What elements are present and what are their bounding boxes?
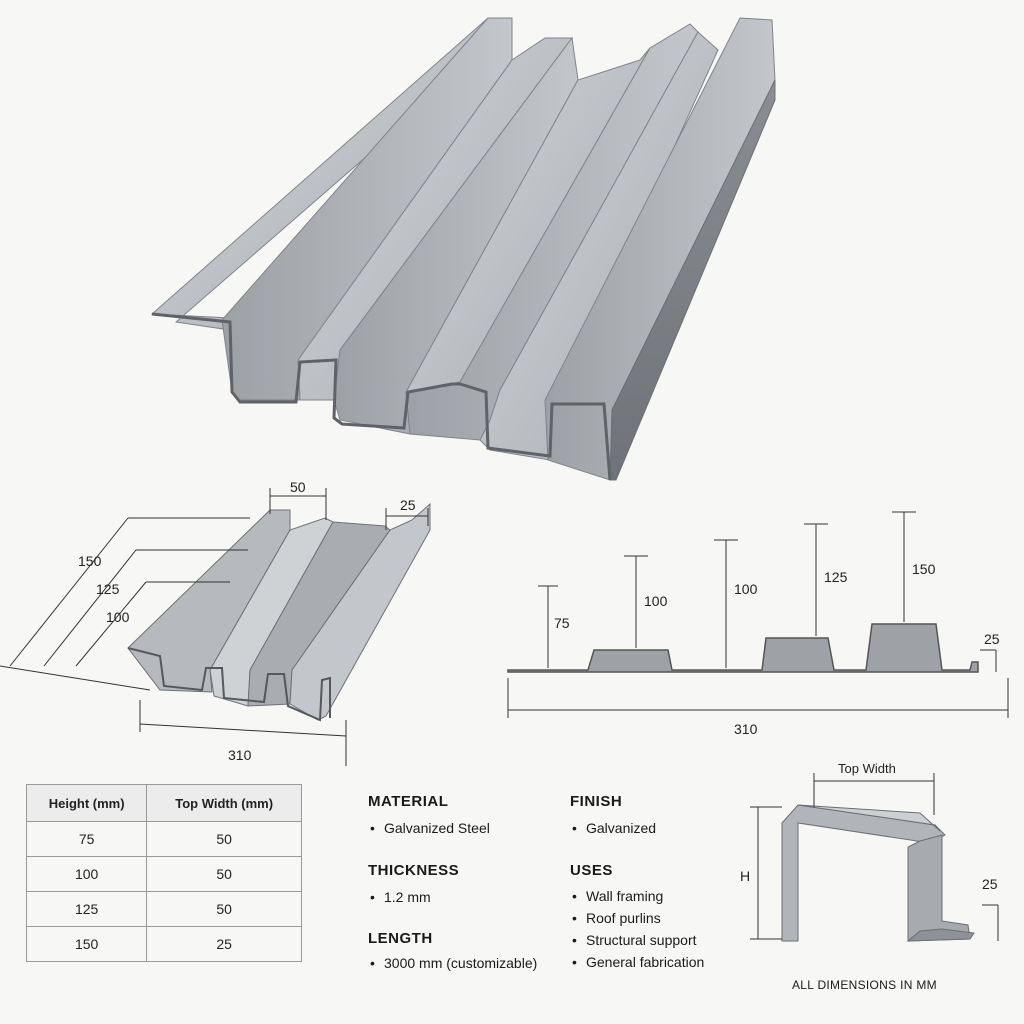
profile-dim-100b: 100: [734, 581, 758, 597]
material-list: Galvanized Steel: [370, 817, 490, 839]
table-cell: 50: [146, 821, 302, 857]
list-item: 3000 mm (customizable): [370, 952, 537, 974]
uses-title: USES: [570, 862, 613, 879]
table-cell: 50: [146, 891, 302, 927]
profile-section-diagram: 75 100 100 125 150 25 310: [507, 511, 1009, 737]
list-item: 1.2 mm: [370, 886, 431, 908]
table-header-height: Height (mm): [25, 784, 148, 822]
channel-flange-label: 25: [982, 876, 998, 892]
iso-dim-310: 310: [228, 747, 252, 763]
list-item: Roof purlins: [572, 907, 704, 929]
table-row: 125 50: [25, 891, 302, 927]
table-header-top-width: Top Width (mm): [146, 784, 302, 822]
iso-dim-125: 125: [96, 581, 120, 597]
table-cell: 50: [146, 856, 302, 892]
profile-dim-25: 25: [984, 631, 1000, 647]
channel-height-label: H: [740, 868, 750, 884]
table-cell: 25: [146, 926, 302, 962]
thickness-title: THICKNESS: [368, 862, 460, 879]
hero-panel-render: [150, 17, 776, 481]
list-item: Galvanized Steel: [370, 817, 490, 839]
table-cell: 150: [25, 926, 148, 962]
table-cell: 125: [25, 891, 148, 927]
profile-dim-125: 125: [824, 569, 848, 585]
length-title: LENGTH: [368, 930, 433, 947]
length-list: 3000 mm (customizable): [370, 952, 537, 974]
thickness-list: 1.2 mm: [370, 886, 431, 908]
iso-dim-25: 25: [400, 497, 416, 513]
finish-list: Galvanized: [572, 817, 656, 839]
list-item: General fabrication: [572, 951, 704, 973]
iso-dim-150: 150: [78, 553, 102, 569]
iso-dim-100: 100: [106, 609, 130, 625]
list-item: Wall framing: [572, 885, 704, 907]
uses-list: Wall framing Roof purlins Structural sup…: [572, 885, 704, 973]
channel-detail-diagram: Top Width H 25: [740, 761, 999, 942]
table-row: 100 50: [25, 856, 302, 892]
table-row: 150 25: [25, 926, 302, 962]
iso-dimension-diagram: 150 125 100 50 25 310: [0, 479, 431, 766]
profile-dim-100a: 100: [644, 593, 668, 609]
table-cell: 75: [25, 821, 148, 857]
iso-dim-50: 50: [290, 479, 306, 495]
profile-dim-75: 75: [554, 615, 570, 631]
list-item: Structural support: [572, 929, 704, 951]
finish-title: FINISH: [570, 793, 623, 810]
height-width-table: Height (mm) Top Width (mm) 75 50 100 50 …: [25, 784, 302, 962]
list-item: Galvanized: [572, 817, 656, 839]
profile-dim-310: 310: [734, 721, 758, 737]
table-row: 75 50: [25, 821, 302, 857]
table-cell: 100: [25, 856, 148, 892]
units-note: ALL DIMENSIONS IN MM: [792, 978, 937, 992]
profile-dim-150: 150: [912, 561, 936, 577]
channel-top-width-label: Top Width: [838, 761, 896, 776]
material-title: MATERIAL: [368, 793, 449, 810]
